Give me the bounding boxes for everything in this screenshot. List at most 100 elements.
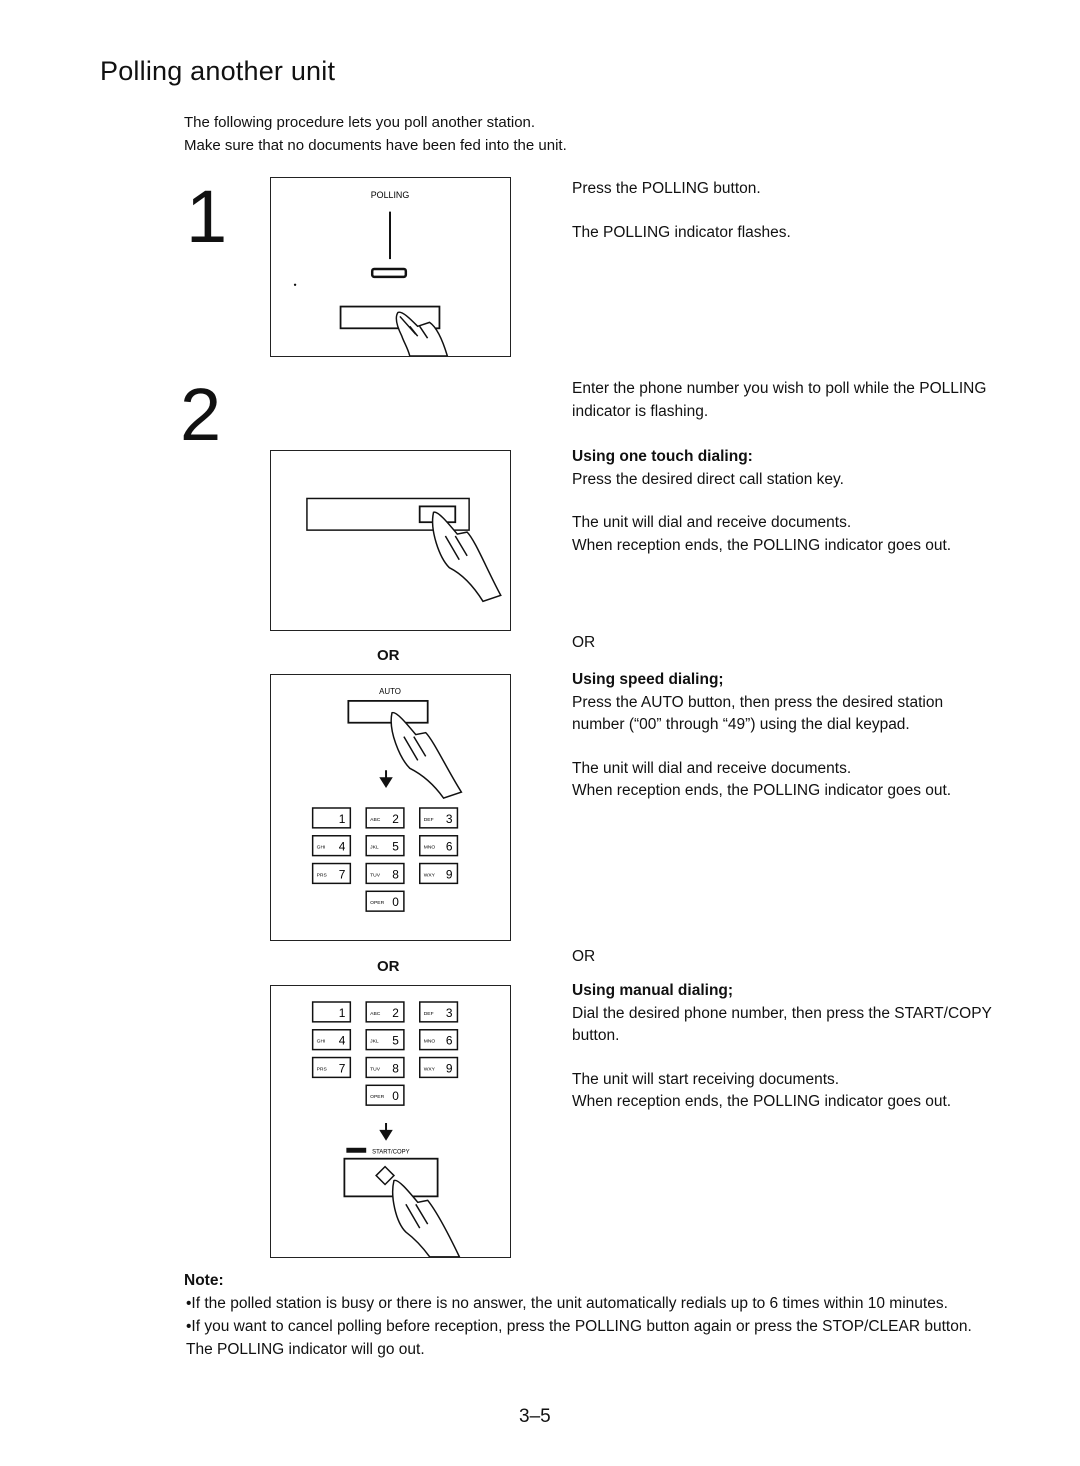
- down-arrow-icon: [379, 1122, 393, 1141]
- auto-label: AUTO: [379, 687, 401, 696]
- note-item-1: •If the polled station is busy or there …: [186, 1295, 948, 1312]
- keypad-digit: 8: [392, 1061, 399, 1075]
- keypad-digit: 5: [392, 840, 399, 854]
- keypad-digit: 2: [392, 812, 399, 826]
- speed-dial-heading: Using speed dialing;: [572, 671, 724, 688]
- keypad-digit: 0: [392, 895, 399, 909]
- keypad-digit: 5: [392, 1034, 399, 1048]
- manual-dial-line-1: Dial the desired phone number, then pres…: [572, 1004, 992, 1045]
- or-text-2: OR: [572, 948, 596, 965]
- step-2-intro: Enter the phone number you wish to poll …: [572, 378, 992, 423]
- step-1-line-2: The POLLING indicator flashes.: [572, 223, 791, 241]
- keypad-key-3: DEF 3: [419, 807, 459, 829]
- one-touch-section: Using one touch dialing: Press the desir…: [572, 446, 992, 557]
- start-copy-label: START/COPY: [372, 1150, 409, 1156]
- keypad-key-7: PRS 7: [311, 862, 352, 885]
- step-2-number: 2: [180, 373, 222, 456]
- down-arrow-icon: [379, 770, 393, 789]
- keypad-letters: GHI: [317, 1039, 326, 1045]
- keypad-digit: 7: [339, 867, 346, 881]
- keypad-key-0: OPER 0: [365, 890, 405, 912]
- step-1-number: 1: [186, 175, 228, 258]
- keypad-letters: MNO: [424, 845, 436, 851]
- keypad-key-0: OPER 0: [365, 1084, 405, 1106]
- note-item-2: •If you want to cancel polling before re…: [186, 1318, 972, 1358]
- pointing-hand-icon: [390, 711, 463, 799]
- keypad-letters: OPER: [370, 1094, 384, 1100]
- speed-dial-line-2: The unit will dial and receive documents…: [572, 759, 852, 777]
- keypad-digit: 3: [446, 812, 453, 826]
- keypad-letters: JKL: [370, 1039, 379, 1045]
- keypad-digit: 3: [446, 1006, 453, 1020]
- one-touch-line-3: When reception ends, the POLLING indicat…: [572, 536, 952, 554]
- keypad-digit: 7: [339, 1061, 346, 1075]
- keypad-digit: 1: [339, 812, 346, 826]
- keypad-letters: PRS: [317, 872, 328, 878]
- pointing-hand-icon: [392, 1179, 461, 1257]
- keypad-digit: 0: [392, 1089, 399, 1103]
- one-touch-illustration: [270, 450, 511, 631]
- keypad-key-5: JKL 5: [365, 835, 405, 857]
- one-touch-line-1: Press the desired direct call station ke…: [572, 470, 844, 488]
- keypad-letters: MNO: [424, 1039, 436, 1045]
- keypad-digit: 2: [392, 1006, 399, 1020]
- keypad-digit: 9: [446, 867, 453, 881]
- intro-line-2: Make sure that no documents have been fe…: [184, 137, 567, 154]
- panel-or-1: OR: [377, 647, 400, 664]
- keypad-digit: 6: [446, 1034, 453, 1048]
- keypad-letters: TUV: [370, 872, 381, 878]
- keypad-letters: WXY: [424, 872, 436, 878]
- pointing-hand-icon: [431, 511, 502, 603]
- keypad-key-9: WXY 9: [419, 862, 459, 885]
- one-touch-heading: Using one touch dialing:: [572, 448, 753, 465]
- keypad-key-7: PRS 7: [311, 1056, 352, 1079]
- keypad-digit: 8: [392, 867, 399, 881]
- keypad-letters: ABC: [370, 1011, 381, 1017]
- keypad-letters: DEF: [424, 1011, 434, 1017]
- manual-dial-line-3: When reception ends, the POLLING indicat…: [572, 1093, 952, 1110]
- pointing-hand-icon: [395, 311, 449, 356]
- one-touch-line-2: The unit will dial and receive documents…: [572, 514, 852, 531]
- polling-indicator: [370, 267, 408, 279]
- page-number: 3–5: [519, 1406, 551, 1427]
- polling-button-illustration: POLLING: [270, 177, 511, 357]
- keypad-key-4: GHI 4: [311, 1029, 352, 1051]
- manual-dial-heading: Using manual dialing;: [572, 982, 734, 999]
- keypad-letters: OPER: [370, 900, 384, 906]
- keypad-letters: PRS: [317, 1066, 328, 1072]
- note-heading: Note:: [184, 1272, 224, 1289]
- auto-button-shape: [347, 699, 429, 724]
- keypad-key-3: DEF 3: [419, 1001, 459, 1023]
- polling-panel-label: POLLING: [371, 190, 410, 200]
- keypad-key-5: JKL 5: [365, 1029, 405, 1051]
- polling-panel-svg: POLLING: [293, 190, 449, 356]
- keypad-digit: 4: [339, 1034, 346, 1048]
- keypad-digit: 1: [339, 1006, 346, 1020]
- panel-or-2: OR: [377, 958, 400, 975]
- speed-dial-line-3: When reception ends, the POLLING indicat…: [572, 782, 952, 799]
- one-touch-panel-svg: [306, 497, 502, 603]
- keypad-letters: DEF: [424, 817, 434, 823]
- keypad-key-1: 1: [311, 807, 352, 829]
- start-indicator: [346, 1147, 367, 1153]
- keypad-key-8: TUV 8: [365, 862, 405, 885]
- step-1-text: Press the POLLING button. The POLLING in…: [572, 178, 992, 244]
- manual-dial-line-2: The unit will start receiving documents.: [572, 1070, 840, 1088]
- keypad-letters: JKL: [370, 845, 379, 851]
- manual-dial-section: Using manual dialing; Dial the desired p…: [572, 980, 992, 1114]
- page-title: Polling another unit: [100, 56, 336, 86]
- step-2-intro-text: Enter the phone number you wish to poll …: [572, 380, 987, 420]
- start-diamond-icon: [375, 1165, 396, 1186]
- keypad-digit: 9: [446, 1061, 453, 1075]
